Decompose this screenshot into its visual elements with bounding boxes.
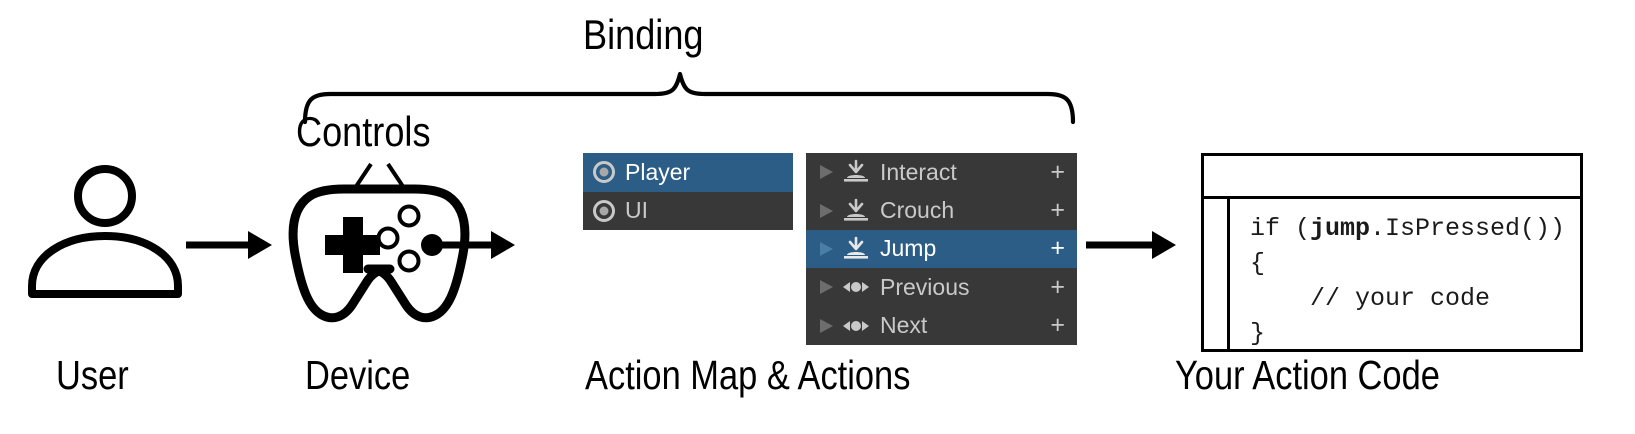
- action-label: Interact: [880, 158, 957, 185]
- disclosure-triangle-icon[interactable]: [813, 200, 839, 222]
- code-window-gutter: [1227, 199, 1230, 349]
- add-binding-button[interactable]: +: [1050, 311, 1065, 340]
- button-action-icon: [841, 159, 871, 185]
- code-window-body: if (jump.IsPressed()) { // your code }: [1236, 202, 1576, 348]
- user-person-icon: [28, 165, 182, 298]
- action-map-row-player[interactable]: Player: [583, 153, 793, 192]
- code-line-1: if (jump.IsPressed()): [1250, 211, 1576, 246]
- action-map-row-ui[interactable]: UI: [583, 191, 793, 230]
- caption-action-map: Action Map & Actions: [585, 352, 911, 398]
- code-line-1-post: .IsPressed()): [1370, 214, 1566, 243]
- caption-code: Your Action Code: [1175, 352, 1440, 398]
- action-label: Previous: [880, 273, 970, 300]
- code-window-titlebar: [1204, 156, 1580, 199]
- action-label: Crouch: [880, 197, 955, 224]
- arrow-right-icon-3: [1086, 231, 1176, 259]
- button-action-icon: [841, 236, 871, 262]
- code-window: if (jump.IsPressed()) { // your code }: [1201, 153, 1583, 352]
- arrow-right-icon-2: [432, 231, 515, 259]
- code-line-1-pre: if (: [1250, 214, 1311, 243]
- code-line-2: {: [1250, 249, 1266, 278]
- disclosure-triangle-icon[interactable]: [813, 276, 839, 298]
- arrow-right-icon-1: [186, 231, 272, 259]
- dpad-icon: [325, 217, 380, 273]
- add-binding-button[interactable]: +: [1050, 157, 1065, 186]
- action-maps-panel: Player UI: [583, 153, 793, 230]
- action-map-circle-icon: [592, 160, 616, 184]
- action-map-circle-icon: [592, 199, 616, 223]
- action-row-next[interactable]: Next +: [806, 306, 1077, 345]
- add-binding-button[interactable]: +: [1050, 272, 1065, 301]
- binding-label: Binding: [583, 11, 704, 58]
- add-binding-button[interactable]: +: [1050, 234, 1065, 263]
- disclosure-triangle-icon[interactable]: [813, 161, 839, 183]
- brace-icon: [302, 71, 1076, 125]
- action-label: Jump: [880, 235, 937, 262]
- axis-action-icon: [841, 313, 871, 339]
- actions-panel: Interact + Crouch +: [806, 153, 1077, 345]
- action-map-label: UI: [625, 197, 648, 224]
- disclosure-triangle-icon[interactable]: [813, 238, 839, 260]
- code-line-4: }: [1250, 319, 1266, 348]
- code-line-1-bold: jump: [1310, 214, 1371, 243]
- button-action-icon: [841, 198, 871, 224]
- action-row-jump[interactable]: Jump +: [806, 229, 1077, 269]
- action-label: Next: [880, 312, 928, 339]
- action-row-interact[interactable]: Interact +: [806, 153, 1077, 192]
- caption-user: User: [56, 352, 129, 398]
- action-map-label: Player: [625, 158, 691, 185]
- add-binding-button[interactable]: +: [1050, 196, 1065, 225]
- gamepad-controller-icon: [288, 184, 470, 323]
- code-line-3: // your code: [1250, 284, 1491, 313]
- action-row-crouch[interactable]: Crouch +: [806, 191, 1077, 230]
- controls-label: Controls: [296, 108, 431, 155]
- disclosure-triangle-icon[interactable]: [813, 315, 839, 337]
- face-buttons-icon: [376, 204, 443, 273]
- action-row-previous[interactable]: Previous +: [806, 268, 1077, 307]
- caption-device: Device: [305, 352, 411, 398]
- axis-action-icon: [841, 274, 871, 300]
